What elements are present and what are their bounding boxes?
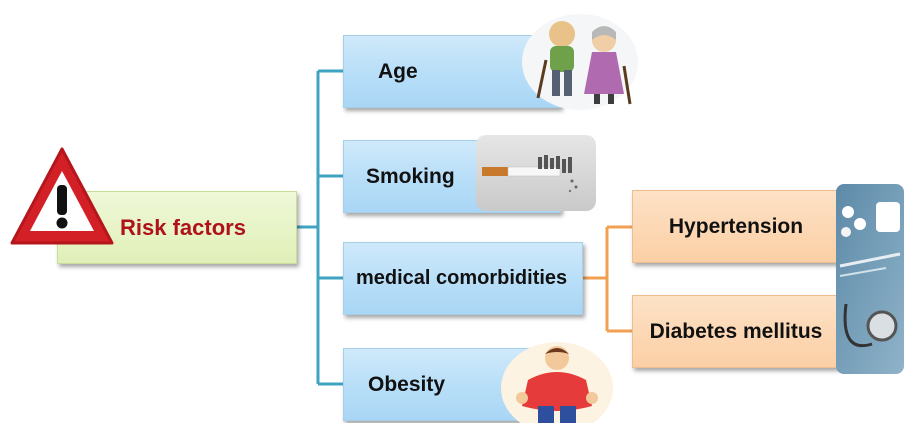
diabetes-mellitus-box: Diabetes mellitus [632,295,840,368]
obese-person-image [501,342,613,423]
smoking-label: Smoking [366,164,455,188]
medical-comorbidities-box: medical comorbidities [343,242,583,315]
cigarette-image [476,135,596,211]
medical-supplies-image [836,184,904,374]
warning-icon [10,147,114,245]
obesity-label: Obesity [368,372,446,396]
comorbidity-connectors [583,225,632,333]
hypertension-label: Hypertension [668,214,804,238]
diabetes-mellitus-label: Diabetes mellitus [649,319,823,343]
medical-comorbidities-label: medical comorbidities [356,267,568,289]
hypertension-box: Hypertension [632,190,840,263]
main-connectors [297,69,343,386]
age-label: Age [378,59,418,83]
risk-factors-label: Risk factors [120,214,246,240]
elderly-couple-image [522,14,638,110]
risk-factors-box: Risk factors [57,191,297,264]
